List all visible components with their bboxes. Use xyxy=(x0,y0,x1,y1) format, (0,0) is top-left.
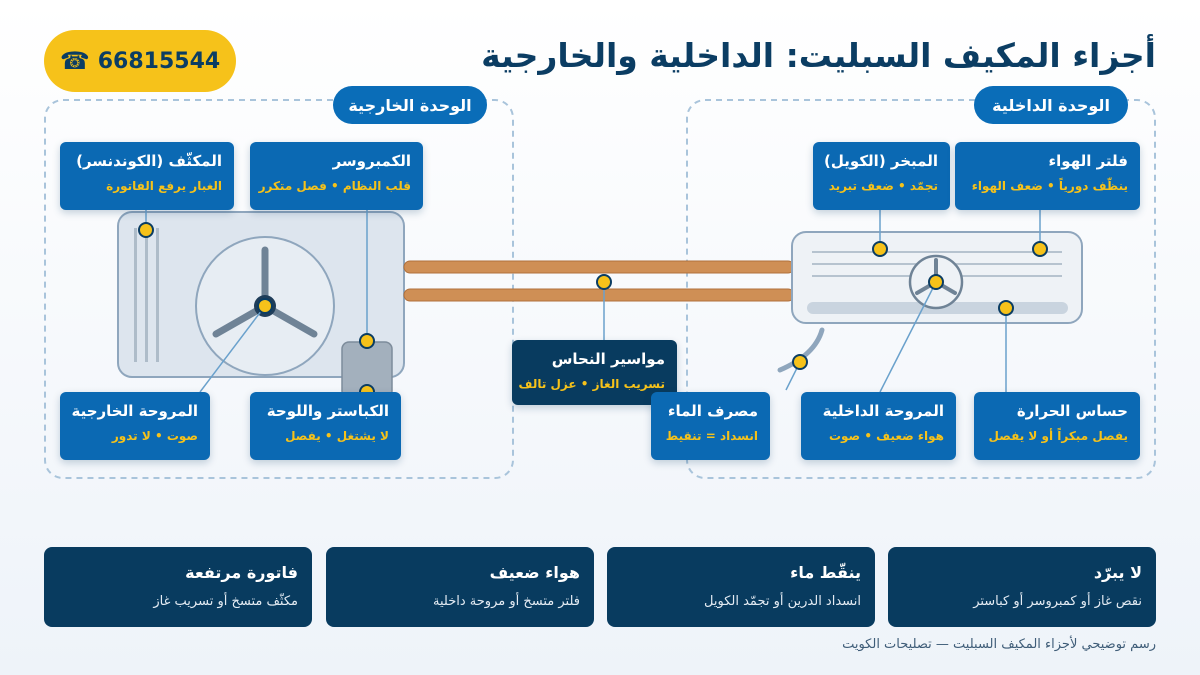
outdoor-section-pill: الوحدة الخارجية xyxy=(333,86,487,124)
label-evaporator: المبخر (الكويل) تجمّد • ضعف تبريد xyxy=(813,142,950,210)
label-condenser-sub: الغبار يرفع الفاتورة xyxy=(106,179,222,193)
leader-lines xyxy=(145,210,1041,398)
problem-title: لا يبرّد xyxy=(1093,563,1142,582)
pin-indoor-fan xyxy=(928,274,944,290)
label-copper-sub: تسريب الغاز • عزل تالف xyxy=(518,377,665,391)
label-evaporator-title: المبخر (الكويل) xyxy=(824,152,938,170)
page-title: أجزاء المكيف السبليت: الداخلية والخارجية xyxy=(481,36,1156,75)
pin-sensor xyxy=(998,300,1014,316)
label-capacitor-title: الكباستر واللوحة xyxy=(266,402,389,420)
label-copper-title: مواسير النحاس xyxy=(551,350,665,368)
footer-caption: رسم توضيحي لأجزاء المكيف السبليت — تصليح… xyxy=(842,637,1156,652)
pin-air-filter xyxy=(1032,241,1048,257)
label-air-filter: فلتر الهواء ينظّف دورياً • ضعف الهواء xyxy=(955,142,1140,210)
label-copper-pipes: مواسير النحاس تسريب الغاز • عزل تالف xyxy=(512,340,677,405)
indoor-section-border xyxy=(686,99,1156,479)
label-condenser-title: المكثّف (الكوندنسر) xyxy=(76,152,222,170)
label-indoor-fan: المروحة الداخلية هواء ضعيف • صوت xyxy=(801,392,956,460)
pin-evaporator xyxy=(872,241,888,257)
pin-compressor xyxy=(359,333,375,349)
label-capacitor-sub: لا يشتغل • يفصل xyxy=(285,429,389,443)
problem-card-weak-air: هواء ضعيف فلتر متسخ أو مروحة داخلية xyxy=(326,547,594,627)
problem-sub: فلتر متسخ أو مروحة داخلية xyxy=(433,594,580,609)
label-drain-title: مصرف الماء xyxy=(667,402,758,420)
phone-number: 66815544 xyxy=(97,48,221,74)
label-compressor-sub: قلب النظام • فصل متكرر xyxy=(258,179,411,193)
problem-card-water-leak: ينقّط ماء انسداد الدرين أو تجمّد الكويل xyxy=(607,547,875,627)
pin-drain xyxy=(792,354,808,370)
label-compressor-title: الكمبروسر xyxy=(332,152,411,170)
label-capacitor: الكباستر واللوحة لا يشتغل • يفصل xyxy=(250,392,401,460)
label-compressor: الكمبروسر قلب النظام • فصل متكرر xyxy=(250,142,423,210)
diagram-pins xyxy=(138,222,1048,400)
drain-hose xyxy=(777,327,825,373)
pin-condenser xyxy=(138,222,154,238)
pin-copper xyxy=(596,274,612,290)
problem-card-high-bill: فاتورة مرتفعة مكثّف متسخ أو تسريب غاز xyxy=(44,547,312,627)
problem-title: فاتورة مرتفعة xyxy=(185,563,298,582)
label-sensor-title: حساس الحرارة xyxy=(1016,402,1128,420)
label-indoor-fan-title: المروحة الداخلية xyxy=(822,402,944,420)
indoor-section-pill: الوحدة الداخلية xyxy=(974,86,1128,124)
problem-sub: مكثّف متسخ أو تسريب غاز xyxy=(153,594,298,609)
telephone-icon: ☎ xyxy=(59,47,90,75)
label-air-filter-title: فلتر الهواء xyxy=(1048,152,1128,170)
pin-outdoor-fan xyxy=(257,298,273,314)
label-drain-sub: انسداد = تنقيط xyxy=(665,429,758,443)
label-sensor: حساس الحرارة يفصل مبكراً أو لا يفصل xyxy=(974,392,1140,460)
label-outdoor-fan-title: المروحة الخارجية xyxy=(71,402,199,420)
label-condenser: المكثّف (الكوندنسر) الغبار يرفع الفاتورة xyxy=(60,142,234,210)
label-drain: مصرف الماء انسداد = تنقيط xyxy=(651,392,770,460)
problem-sub: نقص غاز أو كمبروسر أو كباستر xyxy=(973,594,1142,609)
label-indoor-fan-sub: هواء ضعيف • صوت xyxy=(828,429,944,443)
problem-card-no-cooling: لا يبرّد نقص غاز أو كمبروسر أو كباستر xyxy=(888,547,1156,627)
label-outdoor-fan-sub: صوت • لا تدور xyxy=(111,429,198,443)
label-air-filter-sub: ينظّف دورياً • ضعف الهواء xyxy=(971,179,1128,193)
label-outdoor-fan: المروحة الخارجية صوت • لا تدور xyxy=(60,392,210,460)
label-sensor-sub: يفصل مبكراً أو لا يفصل xyxy=(988,429,1128,443)
phone-badge[interactable]: ☎ 66815544 xyxy=(44,30,236,92)
problem-title: ينقّط ماء xyxy=(790,563,861,582)
problem-title: هواء ضعيف xyxy=(489,563,580,582)
problem-sub: انسداد الدرين أو تجمّد الكويل xyxy=(704,594,861,609)
label-evaporator-sub: تجمّد • ضعف تبريد xyxy=(828,179,938,193)
